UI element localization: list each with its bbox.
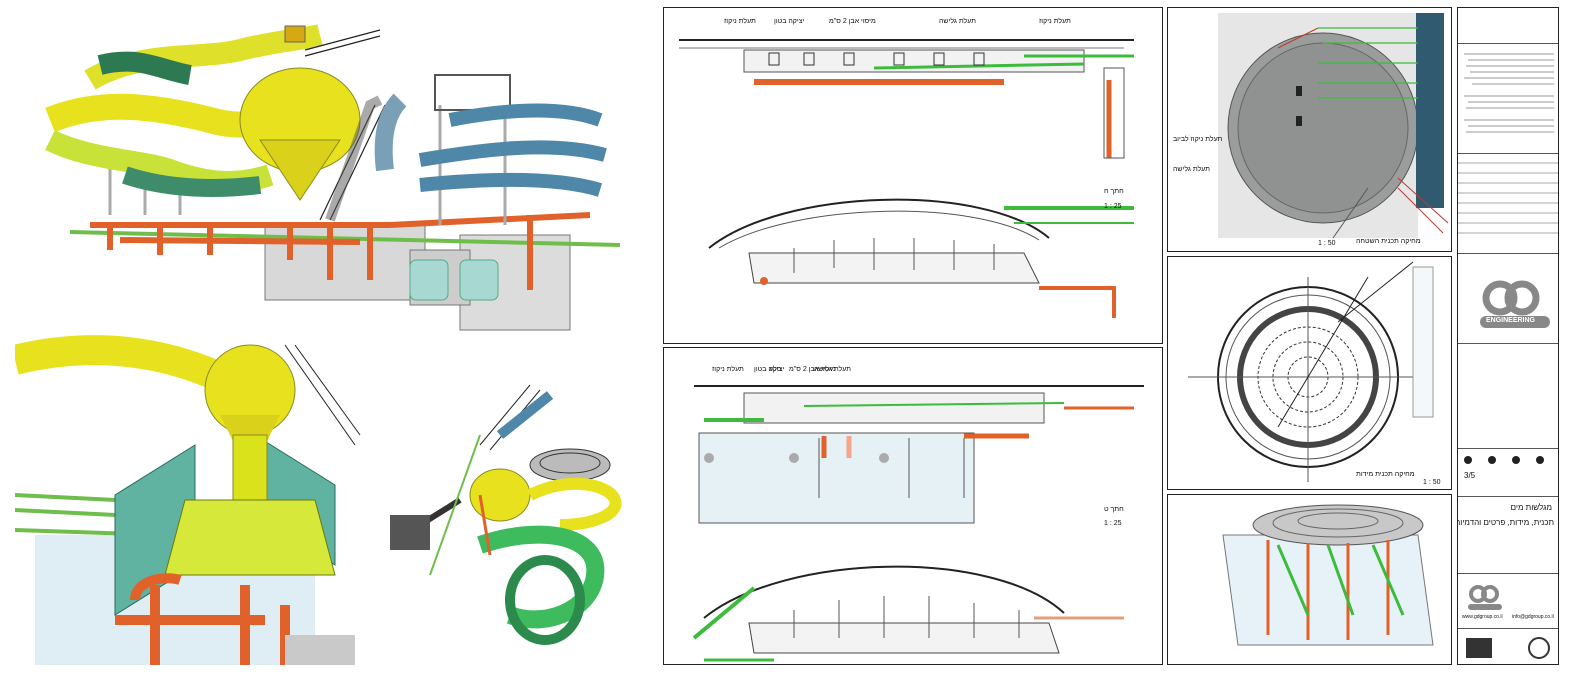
section-title: חתך ח — [1104, 188, 1124, 195]
pipe-label: יציקה בטון — [774, 18, 805, 25]
pipe-label: תעלת גלישה — [939, 18, 977, 25]
pipe-label: יציקה בטון — [754, 366, 785, 373]
stamp-icons — [1462, 453, 1556, 467]
sheet-number: 3/5 — [1464, 471, 1476, 480]
render-top — [30, 10, 630, 335]
pipe-label: תעלת ניקוז — [712, 366, 744, 373]
detail-3d-frame — [1167, 494, 1452, 665]
plan-title: מחיקה תכנית מידות — [1356, 471, 1415, 478]
pipe-label: תעלת גלישה — [814, 366, 852, 373]
plan-top-frame: תעלת ניקוז לביוב תעלת גלישה מחיקה תכנית … — [1167, 7, 1452, 252]
company-email: info@gdgroup.co.il — [1512, 614, 1554, 620]
company-logo: ENGINEERING — [1470, 270, 1550, 332]
plan-mid-frame: מחיקה תכנית מידות 1 : 50 — [1167, 256, 1452, 490]
pipe-label: מיסוי אבן 2 ס"מ — [789, 366, 836, 373]
logo-text: ENGINEERING — [1486, 317, 1536, 324]
section-title: חתך ט — [1104, 506, 1124, 513]
plan-callout: תעלת ניקוז לביוב — [1173, 136, 1223, 143]
pipe-label: מיסוי אבן 2 ס"מ — [829, 18, 876, 25]
title-block: ENGINEERING 3/5 מגלשות מים תכנית, מידות,… — [1457, 7, 1559, 665]
pipe-label: סלע — [769, 366, 782, 373]
pipe-label: תעלת ניקוז — [724, 18, 756, 25]
pipe-label: תעלת ניקוז — [1039, 18, 1071, 25]
plan-title: מחיקה תכנית השטחה — [1356, 238, 1421, 245]
company-website: www.gdgroup.co.il — [1462, 614, 1503, 620]
render-bottom-left — [15, 335, 365, 665]
project-subtitle: מגלשות מים — [1510, 503, 1552, 512]
section-a-frame: תעלת ניקוז תעלת גלישה מיסוי אבן 2 ס"מ יצ… — [663, 7, 1163, 344]
certification-badges — [1464, 636, 1554, 660]
drawing-title: תכנית, מידות, פרטים והדמיות — [1457, 518, 1554, 527]
section-scale: 1 : 25 — [1104, 203, 1122, 210]
footer-logo — [1464, 582, 1504, 612]
render-bottom-right — [380, 375, 650, 665]
plan-scale: 1 : 50 — [1318, 240, 1336, 247]
section-scale: 1 : 25 — [1104, 520, 1122, 527]
plan-scale: 1 : 50 — [1423, 479, 1441, 486]
section-b-frame: תעלת ניקוז תעלת גלישה מיסוי אבן 2 ס"מ יצ… — [663, 347, 1163, 665]
plan-callout: תעלת גלישה — [1173, 166, 1211, 173]
